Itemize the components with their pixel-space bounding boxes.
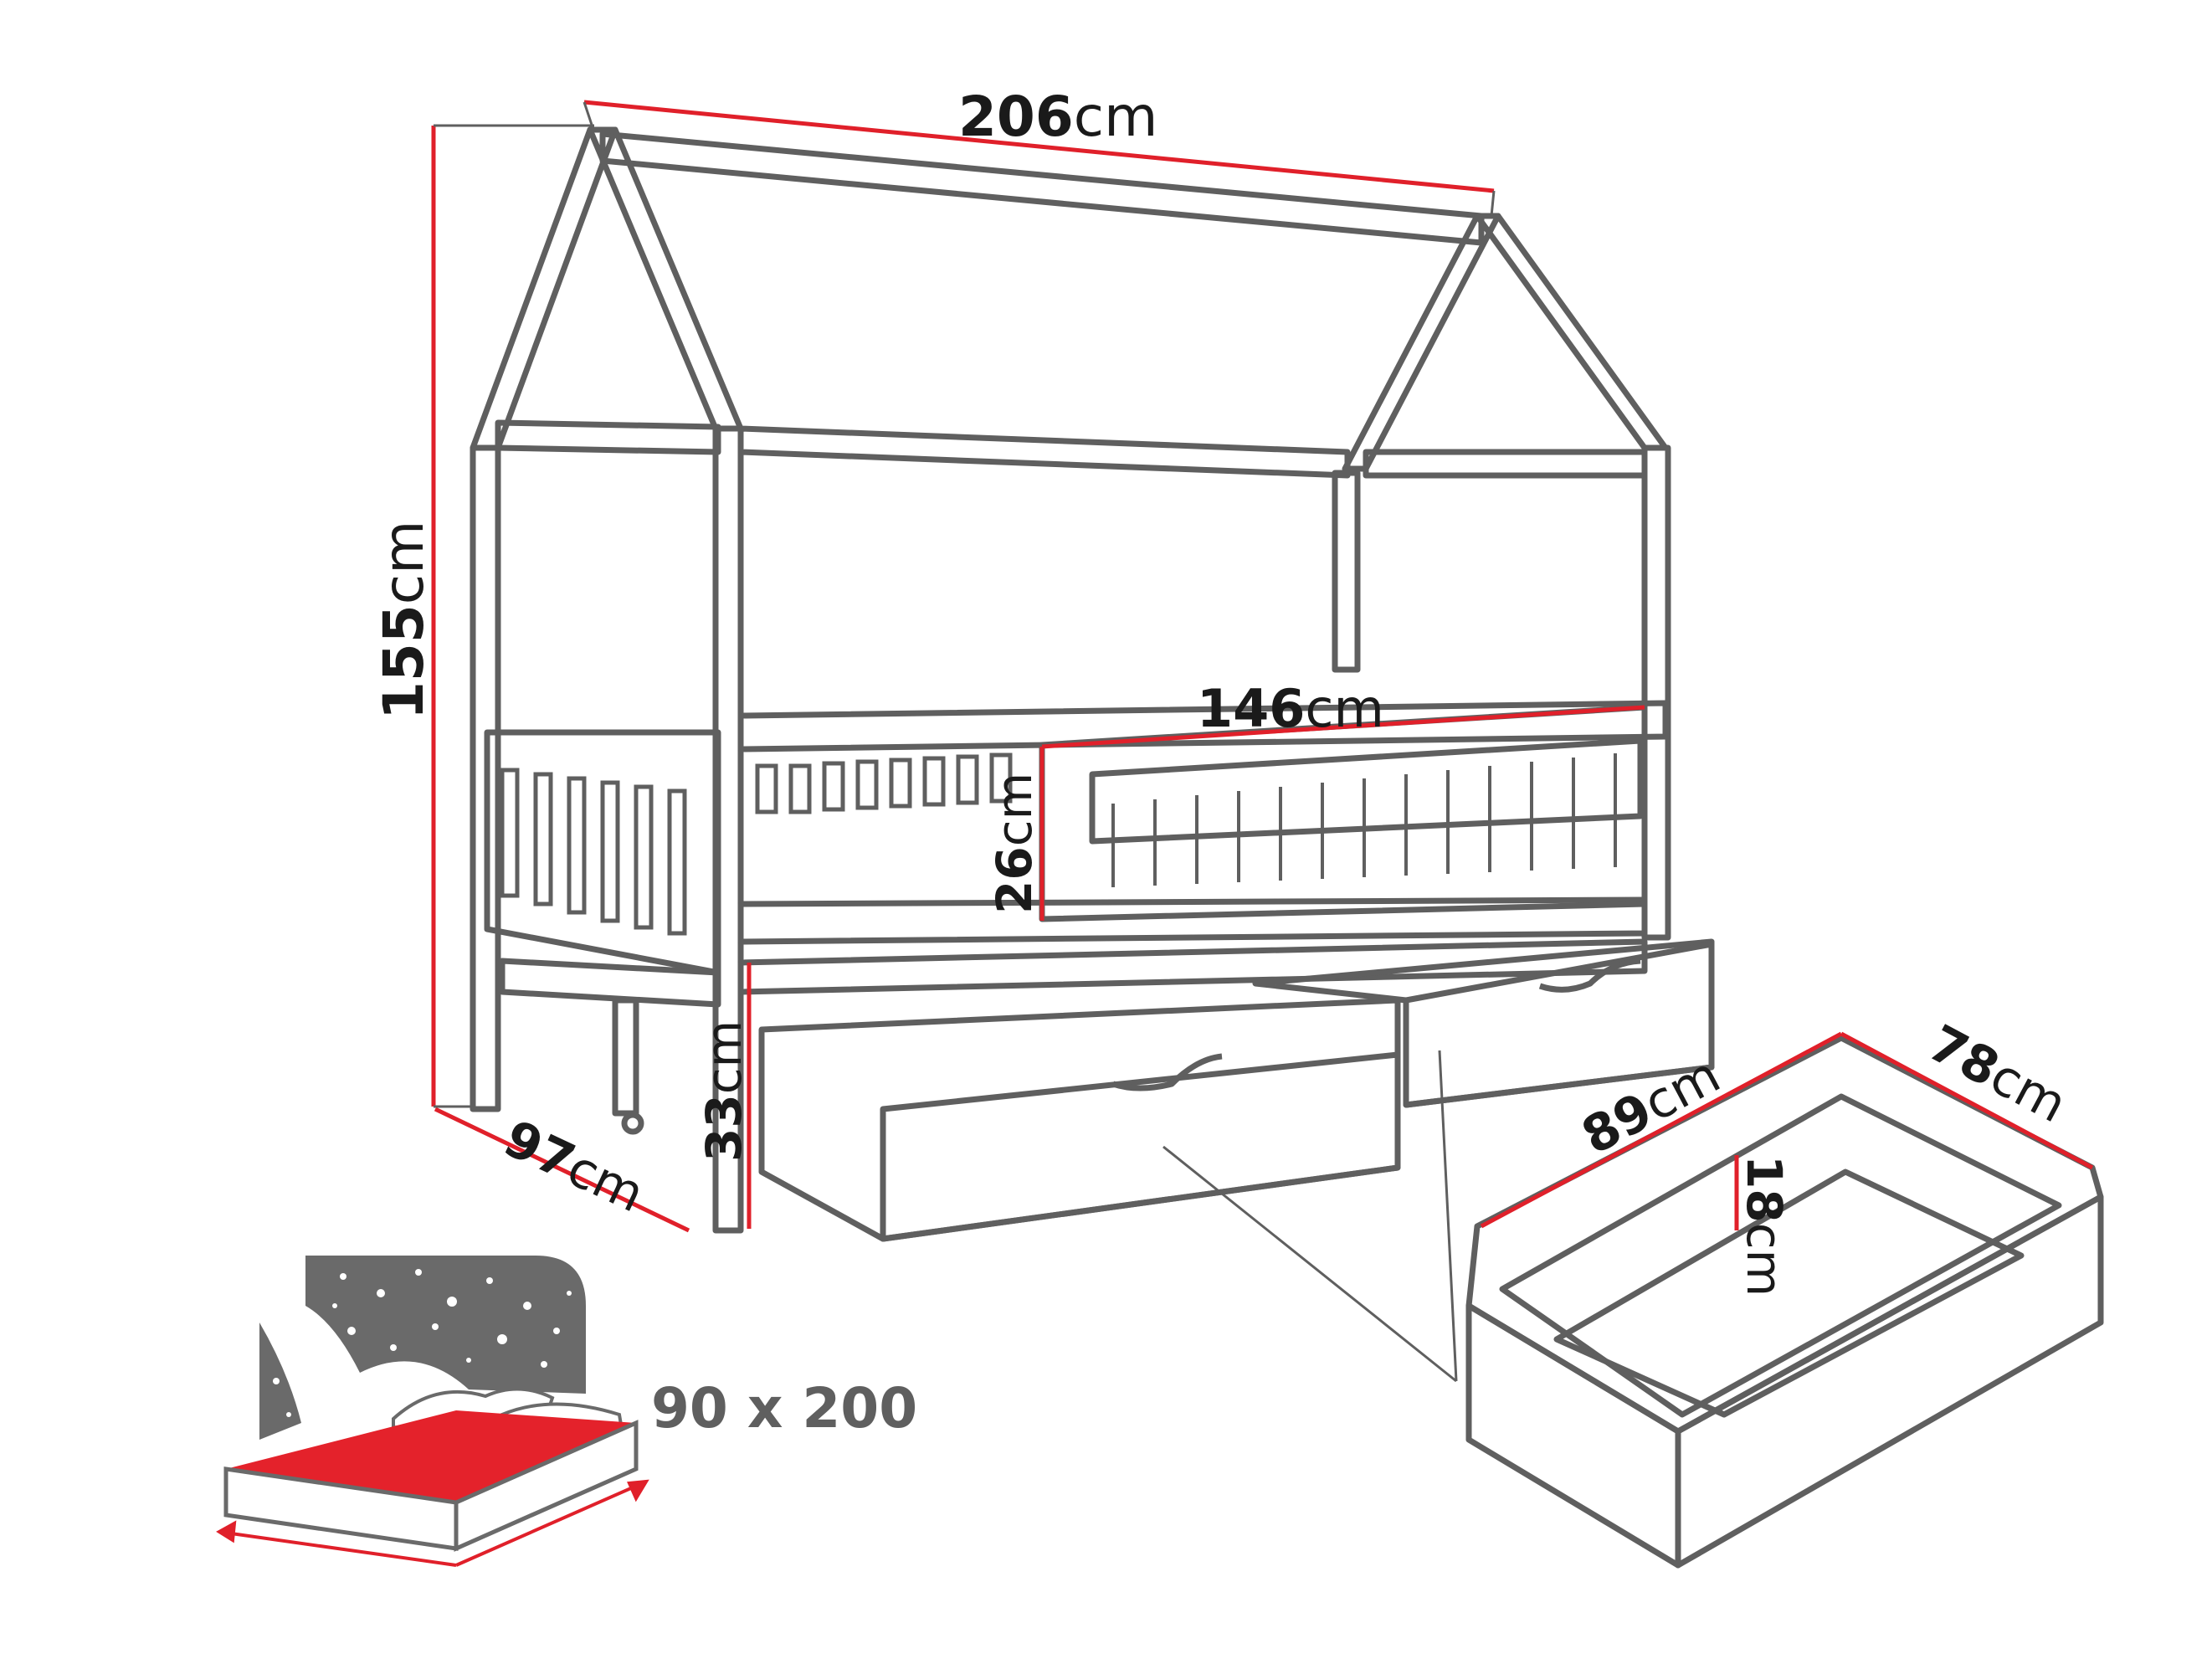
front-crossbar xyxy=(495,419,721,455)
drawer-right-front xyxy=(1403,941,1715,1108)
drawer-detail-inner xyxy=(1499,1093,2062,1418)
headboard-slats xyxy=(500,768,687,936)
back-crossbar xyxy=(1363,449,1648,479)
drawer-right-handle xyxy=(1538,958,1641,993)
back-left-post xyxy=(1332,470,1361,673)
dim-label-height: 155cm xyxy=(372,521,436,720)
mattress-icon: 90 x 200 xyxy=(216,1256,917,1567)
front-left-post xyxy=(470,444,501,1112)
back-gable-left-rafter xyxy=(1342,213,1501,472)
extension-lines xyxy=(434,101,1496,1108)
side-upper-beam xyxy=(737,425,1351,479)
mattress-dimension-arrows xyxy=(216,1479,649,1567)
mattress-size-label: 90 x 200 xyxy=(651,1376,917,1441)
dim-line-depth xyxy=(434,1107,690,1233)
drawer-detail-bottom xyxy=(1553,1168,2025,1418)
dim-label-drawer-height: 18cm xyxy=(1736,1155,1793,1297)
front-gable-left-rafter xyxy=(470,126,618,451)
dim-label-rail-height: 26cm xyxy=(986,773,1043,914)
mattress-side xyxy=(454,1420,639,1552)
back-gable-right-rafter xyxy=(1474,213,1669,451)
back-rail-slats xyxy=(755,752,1013,814)
dim-label-clearance: 33cm xyxy=(695,1020,752,1162)
drawer-detail xyxy=(1465,1035,2104,1569)
ridge-beam xyxy=(599,131,1485,246)
bed-frame xyxy=(470,126,1715,1383)
rear-leg xyxy=(612,997,639,1117)
back-right-post xyxy=(1641,444,1671,941)
dim-line-rail-length xyxy=(1041,705,1645,749)
side-rail-front xyxy=(737,896,1648,945)
bed-base-side xyxy=(737,938,1648,995)
dim-line-length xyxy=(583,100,1495,193)
dim-line-drawer-width xyxy=(1840,1031,2094,1170)
dim-label-rail-length: 146cm xyxy=(1197,678,1384,739)
dim-line-drawer-length xyxy=(1480,1031,1843,1229)
front-gable-right-rafter xyxy=(587,126,744,432)
star-icons xyxy=(273,1269,572,1417)
drawer-detail-side-panel xyxy=(1465,1302,1681,1569)
side-rail-back xyxy=(737,700,1669,752)
safety-guard-rail-inner xyxy=(1089,737,1644,845)
drawer-left-handle xyxy=(1111,1053,1223,1091)
leader-line-b xyxy=(1438,1050,1458,1382)
leader-line-a xyxy=(1162,1145,1457,1383)
guard-rail-slats xyxy=(1111,753,1617,887)
dim-label-drawer-length: 89cm xyxy=(1573,1045,1729,1166)
night-sky-panel xyxy=(305,1256,586,1394)
bed-base-front xyxy=(499,958,721,1008)
dim-label-length: 206cm xyxy=(958,85,1157,149)
dim-label-depth: 97cm xyxy=(495,1109,653,1224)
caster-wheel xyxy=(621,1112,644,1135)
drawer-left-front xyxy=(880,1051,1401,1242)
night-sky-panel-left xyxy=(259,1323,301,1440)
dimension-lines xyxy=(431,100,2094,1233)
mattress-top xyxy=(226,1410,636,1502)
drawer-left-box xyxy=(758,997,1401,1242)
